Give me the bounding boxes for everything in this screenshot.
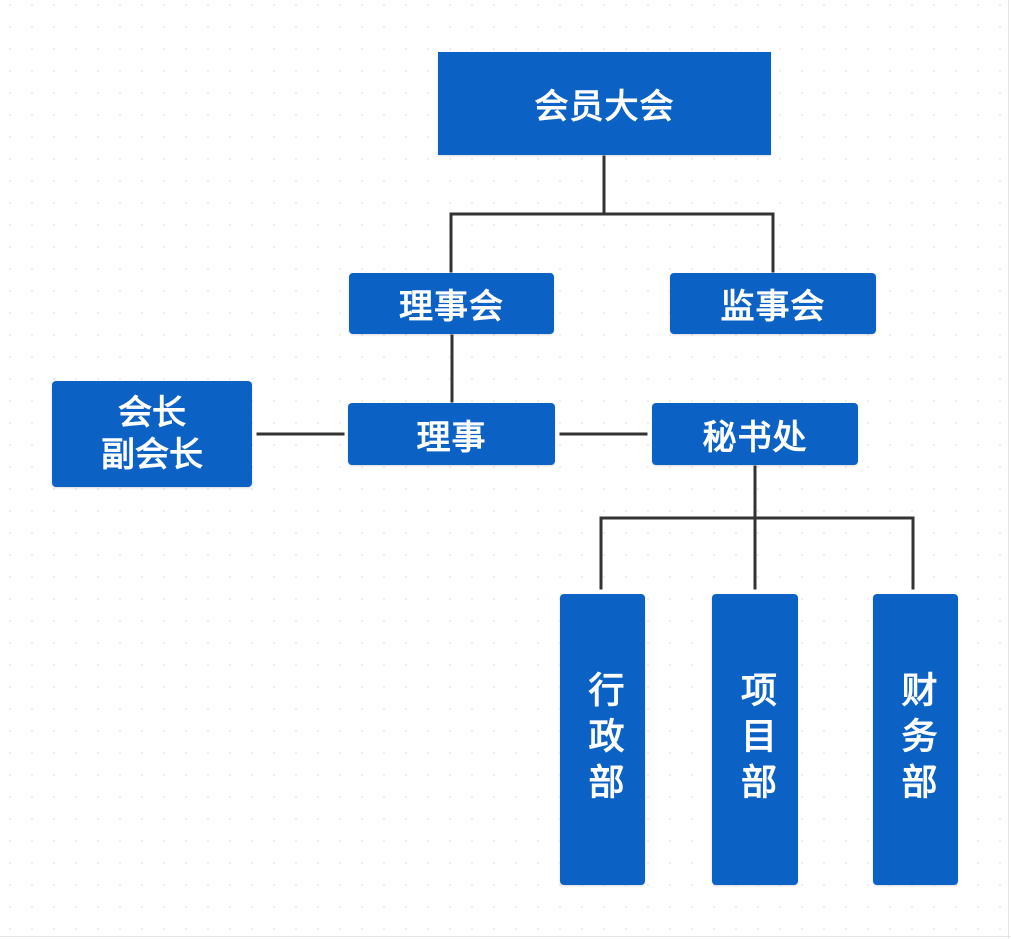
node-project-department: 项目部 (712, 594, 798, 885)
node-president-vice-president: 会长 副会长 (52, 381, 252, 487)
node-label: 项目部 (735, 670, 776, 809)
canvas-edge-right (1008, 0, 1009, 939)
node-label: 会员大会 (534, 87, 675, 127)
node-director: 理事 (348, 403, 555, 465)
node-supervisory-board: 监事会 (670, 273, 876, 334)
node-label: 理事会 (399, 287, 504, 327)
node-label: 监事会 (720, 287, 826, 327)
node-admin-department: 行政部 (560, 594, 645, 885)
node-label: 会长 副会长 (101, 393, 203, 475)
node-finance-department: 财务部 (873, 594, 958, 885)
canvas-edge-bottom (0, 936, 1011, 937)
node-label: 行政部 (582, 670, 624, 809)
node-secretariat: 秘书处 (652, 403, 858, 465)
node-member-assembly: 会员大会 (438, 52, 771, 155)
node-board-council: 理事会 (349, 273, 554, 334)
node-label: 财务部 (895, 670, 937, 809)
node-label: 理事 (416, 417, 487, 458)
node-label: 秘书处 (702, 417, 808, 458)
